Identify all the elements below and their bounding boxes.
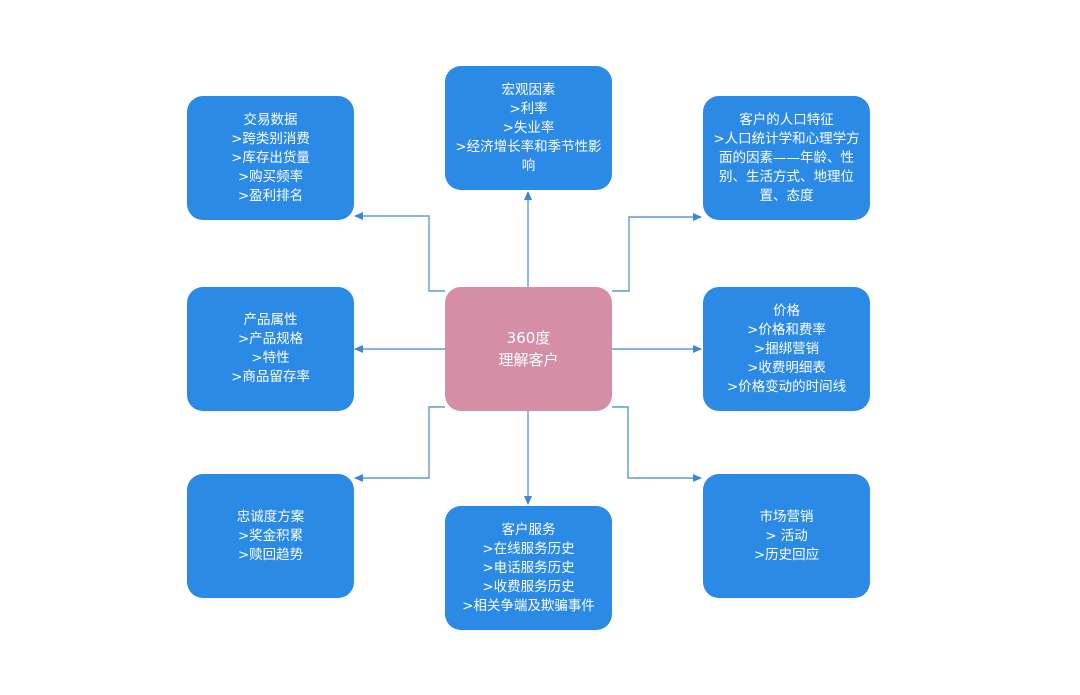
connector-marketing	[612, 406, 702, 482]
node-product-attributes: 产品属性 >产品规格 >特性 >商品留存率	[187, 287, 354, 411]
connector-demographics	[612, 213, 702, 292]
node-title: 客户服务	[501, 521, 556, 538]
node-item: >收费明细表	[747, 359, 826, 376]
node-item: >价格和费率	[747, 321, 826, 338]
node-item: >在线服务历史	[482, 540, 575, 557]
node-title: 产品属性	[243, 312, 298, 328]
node-macro-factors: 宏观因素 >利率 >失业率 >经济增长率和季节性影 响	[445, 66, 612, 190]
node-item: 别、生活方式、地理位	[719, 168, 854, 185]
connector-transaction-data	[354, 212, 445, 292]
node-item: > 活动	[765, 527, 808, 544]
node-item: >特性	[251, 350, 290, 366]
center-node: 360度 理解客户	[445, 287, 612, 411]
node-title: 宏观因素	[501, 81, 556, 98]
node-customer-service: 客户服务 >在线服务历史 >电话服务历史 >收费服务历史 >相关争端及欺骗事件	[445, 506, 612, 630]
node-item: >收费服务历史	[482, 578, 575, 595]
node-item: >购买频率	[237, 168, 304, 185]
node-item: >跨类别消费	[231, 130, 310, 147]
node-marketing: 市场营销 > 活动 >历史回应	[703, 474, 870, 598]
node-loyalty-program: 忠诚度方案 >奖金积累 >赎回趋势	[187, 474, 354, 598]
node-title: 交易数据	[243, 111, 298, 128]
node-item: 响	[521, 157, 536, 174]
node-item: >盈利排名	[237, 187, 304, 204]
node-title: 市场营销	[759, 508, 814, 525]
node-item: >利率	[509, 100, 548, 117]
node-item: >电话服务历史	[482, 559, 575, 576]
node-item: >奖金积累	[237, 527, 304, 544]
node-demographics: 客户的人口特征 >人口统计学和心理学方 面的因素——年龄、性 别、生活方式、地理…	[703, 96, 870, 220]
connector-loyalty-program	[354, 406, 445, 482]
center-title: 360度	[506, 329, 551, 347]
node-title: 价格	[773, 302, 800, 319]
node-item: >失业率	[502, 119, 555, 136]
node-item: >历史回应	[753, 546, 820, 563]
node-item: >赎回趋势	[237, 546, 304, 563]
node-title: 忠诚度方案	[236, 508, 305, 525]
node-item: 面的因素——年龄、性	[719, 149, 854, 166]
node-item: >经济增长率和季节性影	[455, 138, 602, 155]
node-item: >价格变动的时间线	[726, 378, 847, 395]
node-title: 客户的人口特征	[739, 111, 834, 128]
node-transaction-data: 交易数据 >跨类别消费 >库存出货量 >购买频率 >盈利排名	[187, 96, 354, 220]
node-item: 置、态度	[759, 187, 814, 204]
center-subtitle: 理解客户	[498, 351, 559, 369]
node-item: >产品规格	[237, 331, 304, 347]
node-item: >人口统计学和心理学方	[713, 130, 860, 147]
node-item: >库存出货量	[231, 149, 310, 166]
node-item: >捆绑营销	[753, 340, 820, 357]
node-item: >商品留存率	[231, 369, 310, 385]
node-pricing: 价格 >价格和费率 >捆绑营销 >收费明细表 >价格变动的时间线	[703, 287, 870, 411]
node-item: >相关争端及欺骗事件	[462, 597, 595, 614]
